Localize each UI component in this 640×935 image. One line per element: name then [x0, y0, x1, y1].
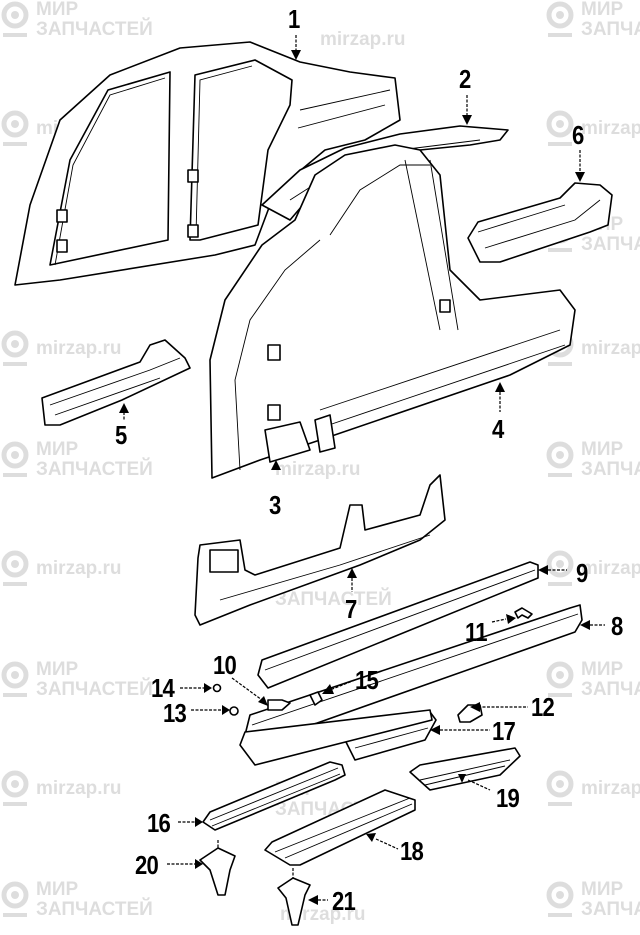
part-18-sill-plate	[264, 789, 416, 866]
part-6-quarter-extension	[467, 182, 613, 263]
part-9-rocker-molding	[257, 561, 539, 689]
callout-18: 18	[400, 836, 424, 866]
callout-6: 6	[572, 120, 584, 150]
leader-lines	[119, 35, 605, 905]
part-21-clip	[277, 868, 311, 926]
callout-14: 14	[151, 673, 175, 703]
part-20-clip	[199, 840, 236, 896]
callout-17: 17	[492, 716, 516, 746]
callout-5: 5	[115, 420, 127, 450]
callout-20: 20	[135, 850, 159, 880]
callout-8: 8	[611, 611, 623, 641]
callout-4: 4	[492, 414, 504, 444]
part-10-clip	[267, 699, 291, 711]
callout-15: 15	[355, 665, 379, 695]
part-7-rocker-inner	[194, 474, 446, 626]
part-15-clip	[309, 691, 323, 706]
callout-16: 16	[147, 808, 171, 838]
part-5-rocker-reinforcement	[41, 339, 191, 426]
callout-3: 3	[269, 490, 281, 520]
callout-7: 7	[345, 594, 357, 624]
callout-11: 11	[465, 617, 488, 647]
callout-1: 1	[288, 4, 300, 34]
callout-19: 19	[496, 783, 520, 813]
part-16-sill-plate	[202, 761, 346, 831]
callout-12: 12	[531, 692, 555, 722]
sill-plate-front	[239, 709, 433, 766]
part-14-nut	[212, 683, 222, 693]
callout-2: 2	[459, 64, 471, 94]
part-3-4-body-side-inner	[209, 144, 576, 479]
callout-9: 9	[576, 558, 588, 588]
part-1-body-side-panel	[14, 41, 401, 286]
callout-10: 10	[213, 650, 237, 680]
callout-21: 21	[332, 886, 356, 916]
part-13-screw	[229, 706, 239, 716]
part-11-bracket	[514, 607, 533, 619]
callout-13: 13	[163, 698, 187, 728]
